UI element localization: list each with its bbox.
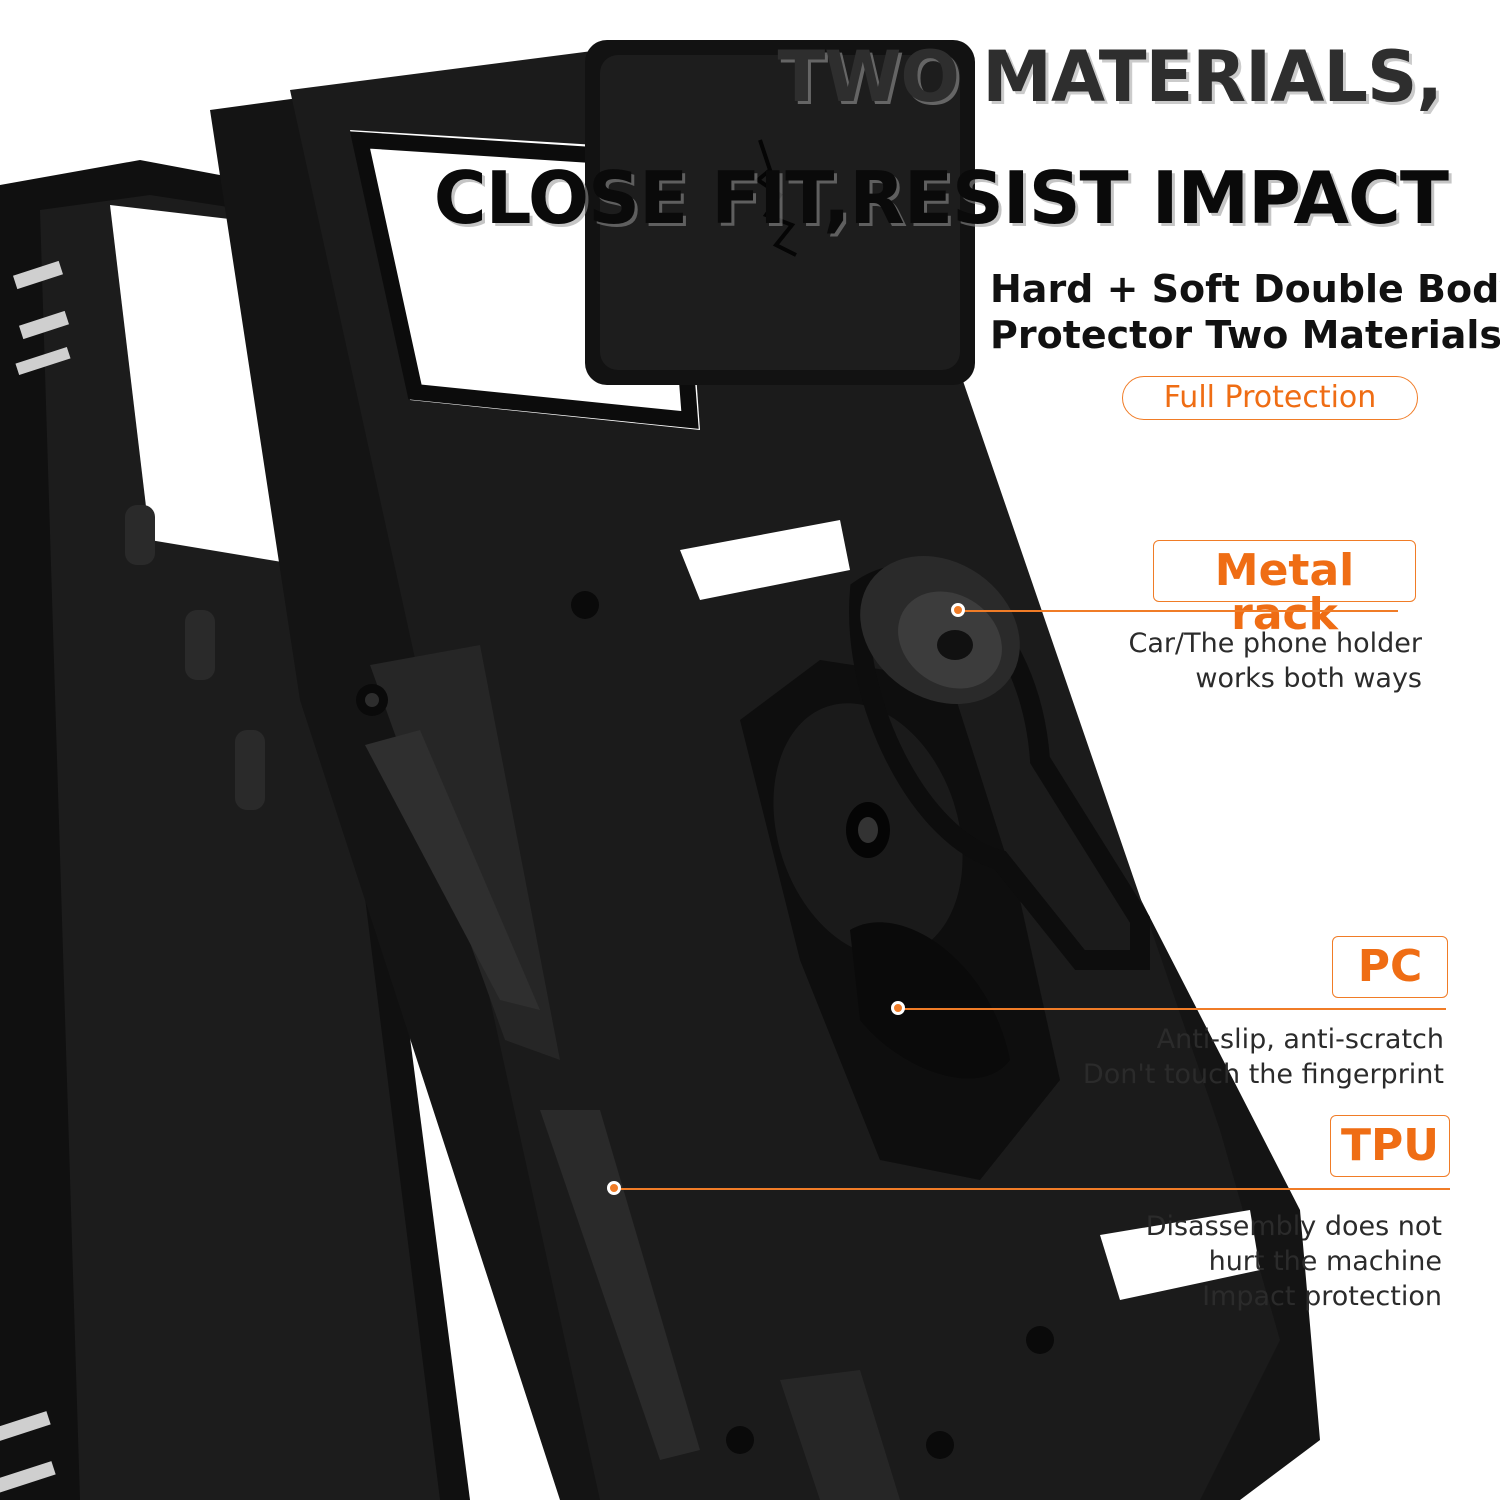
metal-rack-marker-dot	[951, 603, 965, 617]
tpu-description: Disassembly does not hurt the machine Im…	[1146, 1209, 1442, 1314]
headline-line-2: CLOSE FIT,RESIST IMPACT	[433, 156, 1449, 240]
tpu-desc-line-2: hurt the machine	[1208, 1246, 1442, 1277]
case-side-shell	[0, 160, 470, 1500]
pc-marker-dot	[891, 1001, 905, 1015]
metal-rack-desc-line-2: works both ways	[1195, 663, 1422, 694]
pc-description: Anti-slip, anti-scratch Don't touch the …	[1083, 1022, 1444, 1092]
subtitle-line-1: Hard + Soft Double Body	[990, 267, 1500, 311]
subtitle-line-2: Protector Two Materials	[990, 313, 1500, 357]
full-protection-badge: Full Protection	[1122, 376, 1418, 420]
tpu-label: TPU	[1330, 1115, 1450, 1177]
metal-rack-label: Metal rack	[1153, 540, 1416, 637]
tpu-marker-dot	[607, 1181, 621, 1195]
pc-desc-line-2: Don't touch the fingerprint	[1082, 1059, 1444, 1090]
pc-leader-line	[898, 1008, 1446, 1010]
headline-line-1: TWO MATERIALS,	[777, 36, 1443, 118]
metal-rack-leader-line	[958, 610, 1398, 612]
metal-rack-desc-line-1: Car/The phone holder	[1128, 628, 1422, 659]
tpu-leader-line	[614, 1188, 1450, 1190]
metal-rack-description: Car/The phone holder works both ways	[1129, 626, 1422, 696]
pc-desc-line-1: Anti-slip, anti-scratch	[1156, 1024, 1444, 1055]
pc-label: PC	[1332, 936, 1448, 998]
case-body	[210, 40, 1320, 1500]
tpu-desc-line-1: Disassembly does not	[1145, 1211, 1442, 1242]
tpu-desc-line-3: Impact protection	[1202, 1281, 1442, 1312]
